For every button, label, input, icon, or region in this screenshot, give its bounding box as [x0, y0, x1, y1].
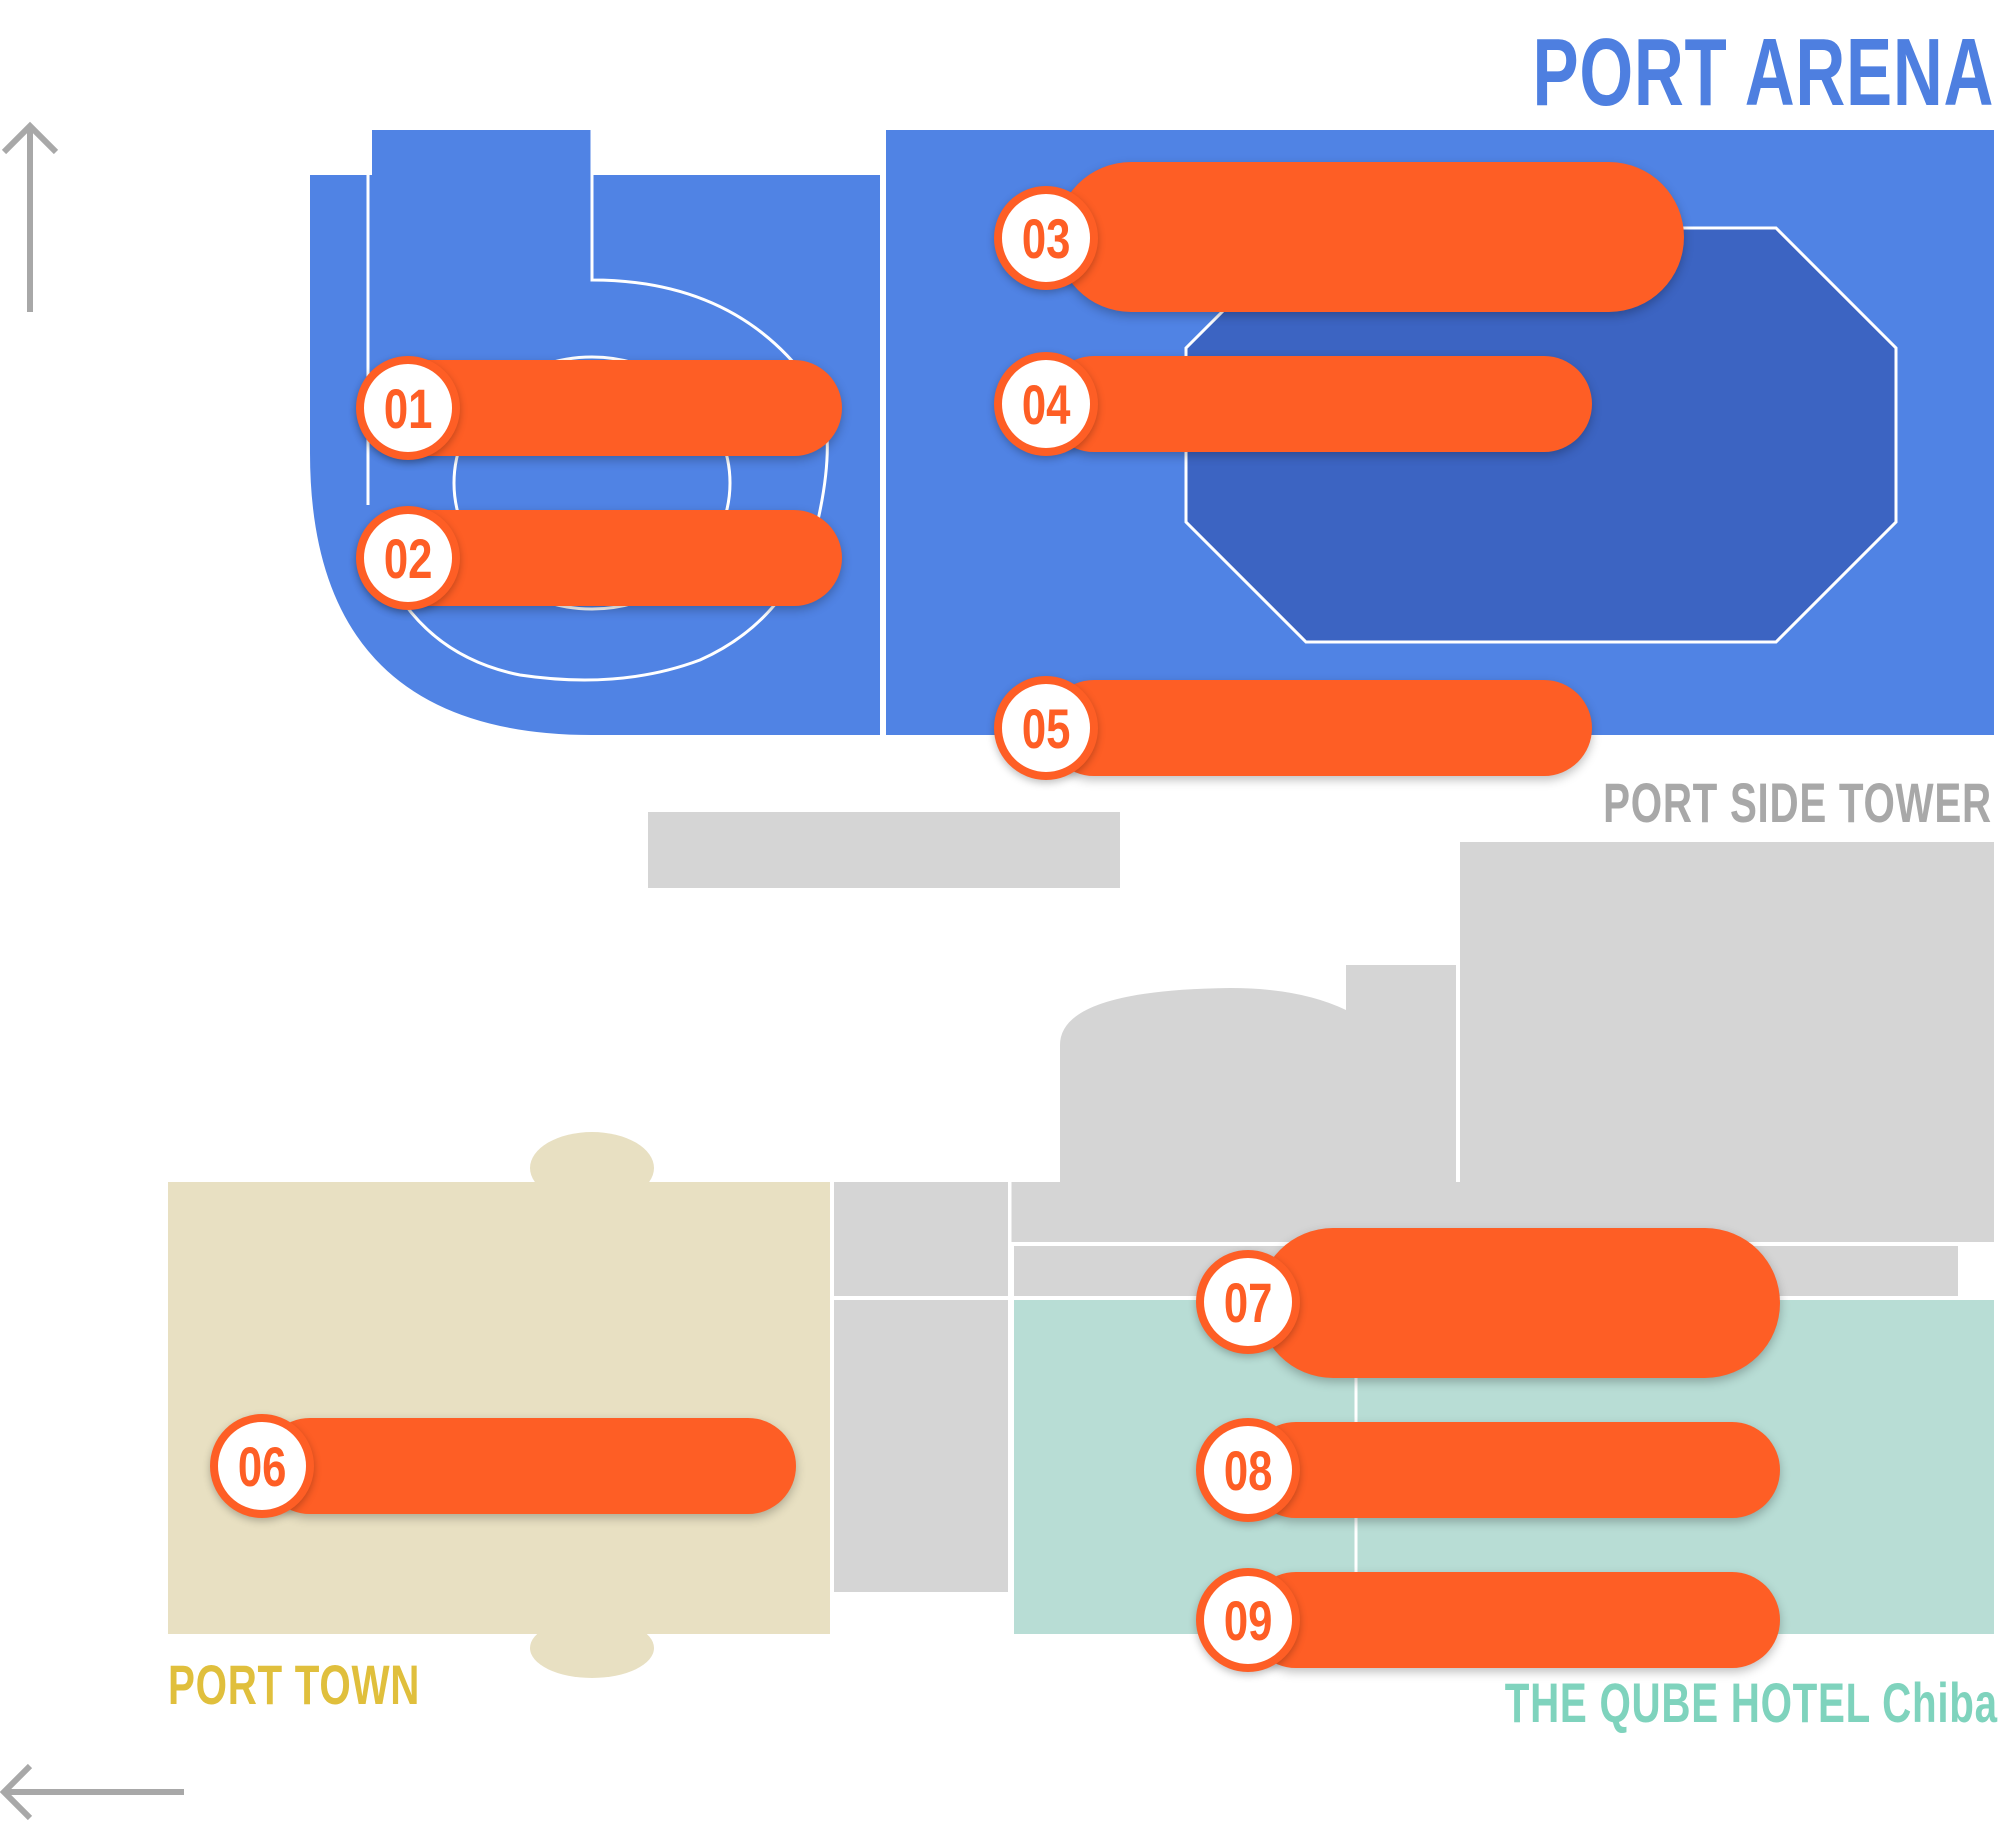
- marker-number: 03: [1021, 206, 1071, 270]
- marker-number: 02: [383, 526, 433, 590]
- marker-badge-06[interactable]: 06: [210, 1414, 314, 1518]
- marker-badge-09[interactable]: 09: [1196, 1568, 1300, 1672]
- marker-number: 05: [1021, 696, 1071, 760]
- port-side-tower-label: PORT SIDE TOWER: [1603, 771, 1992, 834]
- marker-bar-06[interactable]: [262, 1418, 796, 1514]
- marker-number: 04: [1021, 372, 1071, 436]
- marker-badge-01[interactable]: 01: [356, 356, 460, 460]
- marker-bar-09[interactable]: [1248, 1572, 1780, 1668]
- marker-number: 01: [383, 376, 433, 440]
- gray-buildings: [648, 812, 1994, 1592]
- port-town-label: PORT TOWN: [168, 1653, 421, 1716]
- arrow-up-icon: [1, 121, 59, 312]
- marker-bar-03[interactable]: [1056, 162, 1684, 312]
- port-town-building: [168, 1132, 830, 1678]
- marker-number: 08: [1223, 1438, 1273, 1502]
- marker-bar-08[interactable]: [1248, 1422, 1780, 1518]
- marker-badge-07[interactable]: 07: [1196, 1250, 1300, 1354]
- port-arena-label: PORT ARENA: [1532, 19, 1994, 126]
- marker-bar-04[interactable]: [1046, 356, 1592, 452]
- qube-hotel-label: THE QUBE HOTEL Chiba: [1504, 1671, 1998, 1734]
- marker-number: 09: [1223, 1588, 1273, 1652]
- marker-badge-05[interactable]: 05: [994, 676, 1098, 780]
- marker-badge-03[interactable]: 03: [994, 186, 1098, 290]
- marker-number: 07: [1223, 1270, 1273, 1334]
- marker-badge-08[interactable]: 08: [1196, 1418, 1300, 1522]
- marker-bar-07[interactable]: [1258, 1228, 1780, 1378]
- marker-bar-05[interactable]: [1046, 680, 1592, 776]
- marker-badge-04[interactable]: 04: [994, 352, 1098, 456]
- marker-number: 06: [237, 1434, 287, 1498]
- arrow-left-icon: [0, 1763, 184, 1821]
- marker-badge-02[interactable]: 02: [356, 506, 460, 610]
